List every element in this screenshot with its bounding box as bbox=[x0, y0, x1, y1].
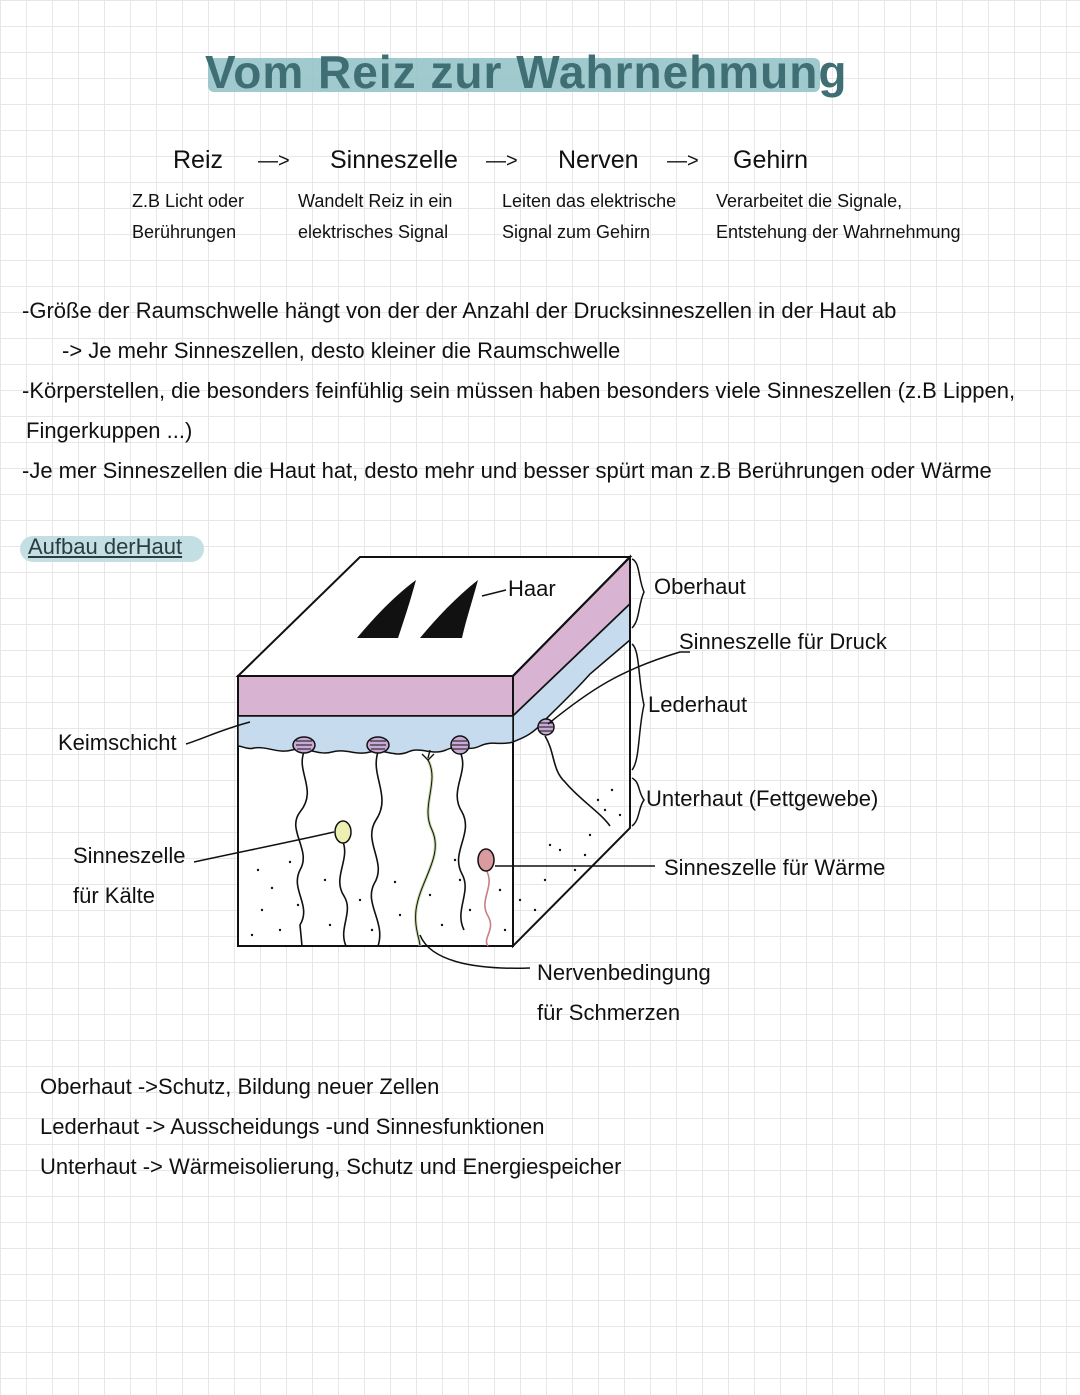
function-lederhaut: Lederhaut -> Ausscheidungs -und Sinnesfu… bbox=[40, 1114, 545, 1139]
flow-arrow-1: —> bbox=[258, 150, 290, 172]
flow-step-reiz: Reiz bbox=[173, 146, 224, 174]
bracket-lederhaut bbox=[631, 643, 645, 771]
fat-stipple bbox=[250, 788, 622, 937]
label-sinneszelle-druck: Sinneszelle für Druck bbox=[679, 629, 887, 654]
section-title-aufbau: Aufbau derHaut bbox=[28, 534, 183, 559]
hair-right bbox=[420, 580, 478, 638]
right-keimschicht bbox=[512, 602, 631, 744]
schmerz-nerve-outline bbox=[415, 759, 436, 947]
label-oberhaut: Oberhaut bbox=[654, 574, 746, 599]
note-line-1: -Größe der Raumschwelle hängt von der de… bbox=[22, 298, 897, 323]
label-unterhaut: Unterhaut (Fettgewebe) bbox=[646, 786, 879, 811]
flow-arrow-3: —> bbox=[667, 150, 699, 172]
waerme-cell bbox=[477, 848, 495, 872]
title-highlight bbox=[208, 58, 820, 92]
label-haar: Haar bbox=[508, 576, 556, 601]
leader-lines bbox=[185, 589, 690, 969]
bracket-oberhaut bbox=[631, 558, 645, 629]
label-keimschicht: Keimschicht bbox=[58, 730, 177, 755]
label-nervenendigung-1: Nervenbedingung bbox=[537, 960, 711, 985]
flow-desc-nerven: Leiten das elektrische Signal zum Gehirn bbox=[502, 191, 677, 242]
schmerz-nerve-ending bbox=[421, 749, 435, 761]
note-line-3: -Körperstellen, die besonders feinfühlig… bbox=[22, 378, 1016, 403]
label-sinneszelle-kaelte-2: für Kälte bbox=[73, 883, 155, 908]
label-sinneszelle-kaelte-1: Sinneszelle bbox=[73, 843, 186, 868]
note-line-4: Fingerkuppen ...) bbox=[26, 418, 193, 443]
hair-left bbox=[357, 580, 416, 638]
flow-desc-reiz: Z.B Licht oder Berührungen bbox=[132, 191, 245, 242]
flow-step-gehirn: Gehirn bbox=[733, 146, 809, 174]
bracket-unterhaut bbox=[631, 777, 645, 827]
section-highlight bbox=[20, 536, 204, 562]
flow-arrow-2: —> bbox=[486, 150, 518, 172]
front-oberhaut bbox=[237, 675, 514, 717]
flow-step-nerven: Nerven bbox=[558, 146, 639, 174]
nerve-fibers bbox=[294, 735, 611, 947]
function-oberhaut: Oberhaut ->Schutz, Bildung neuer Zellen bbox=[40, 1074, 440, 1099]
label-lederhaut: Lederhaut bbox=[648, 692, 748, 717]
note-line-5: -Je mer Sinneszellen die Haut hat, desto… bbox=[22, 458, 992, 483]
flow-desc-gehirn: Verarbeitet die Signale, Entstehung der … bbox=[716, 191, 961, 242]
page-title: Vom Reiz zur Wahrnehmung bbox=[205, 46, 848, 98]
flow-desc-sinneszelle: Wandelt Reiz in ein elektrisches Signal bbox=[298, 191, 453, 242]
note-line-2: -> Je mehr Sinneszellen, desto kleiner d… bbox=[62, 338, 621, 363]
flow-step-sinneszelle: Sinneszelle bbox=[330, 146, 458, 174]
label-sinneszelle-waerme: Sinneszelle für Wärme bbox=[664, 855, 886, 880]
function-unterhaut: Unterhaut -> Wärmeisolierung, Schutz und… bbox=[40, 1154, 622, 1179]
label-nervenendigung-2: für Schmerzen bbox=[537, 1000, 681, 1025]
kaelte-cell bbox=[334, 820, 352, 844]
